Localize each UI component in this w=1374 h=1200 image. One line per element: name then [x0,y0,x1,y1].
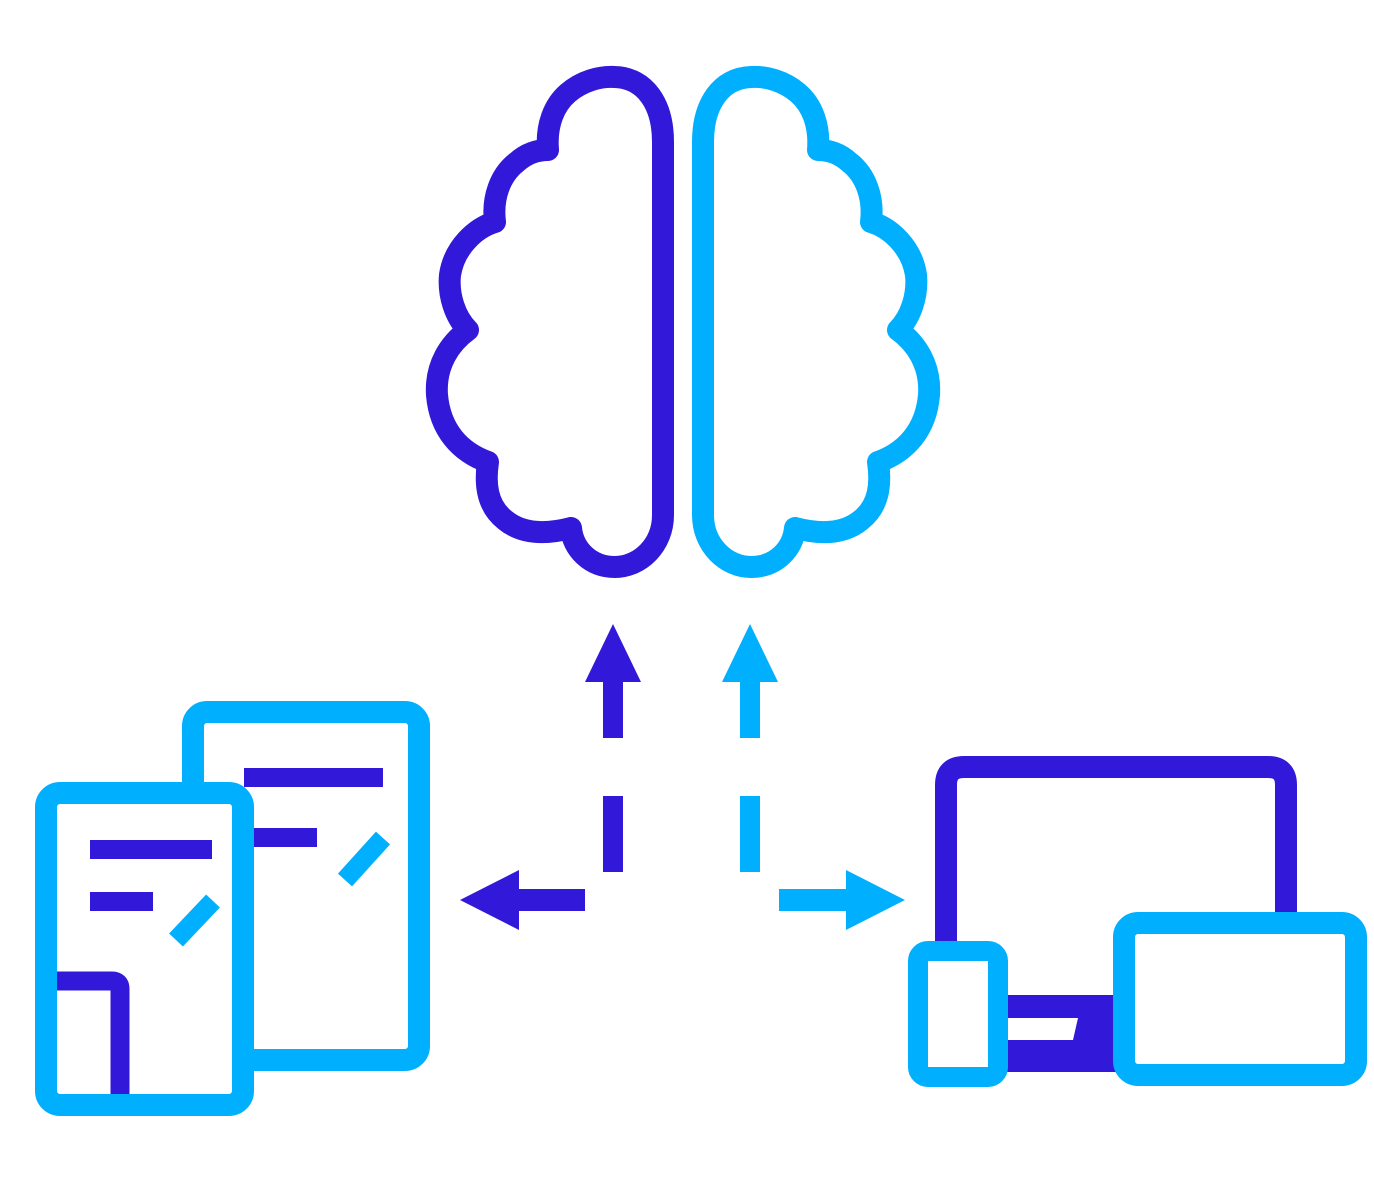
phone [908,941,1008,1087]
back-document-line-2 [244,828,317,847]
front-document [35,782,254,1116]
front-document-line-2 [90,892,153,911]
front-document-frame [35,782,254,1116]
brain-right-hemisphere [692,65,941,578]
arrowhead-right [846,870,905,930]
arrow-dash-up-right-2 [740,796,760,872]
monitor [935,756,1297,1072]
back-document-pen-stroke [337,831,391,887]
front-document-pen-stroke [169,894,220,947]
back-document-line-1 [244,768,383,787]
arrow-dash-up-right-1 [740,680,760,738]
arrowhead-up-left [585,624,641,682]
monitor-base-notch [1005,1018,1078,1040]
brain-icon [425,65,941,578]
arrow-dash-up-left-1 [603,680,623,738]
devices-icon [908,756,1367,1087]
arrow-shaft-left [517,889,585,911]
arrowhead-left [460,870,519,930]
arrow-to-documents [460,870,585,930]
arrow-dash-up-left-2 [603,796,623,872]
front-document-line-1 [90,840,212,859]
arrow-to-devices [779,870,905,930]
brain-left-hemisphere [425,65,674,578]
front-document-corner-mark [50,971,130,1096]
arrow-shaft-right [779,889,849,911]
arrowhead-up-right [722,624,778,682]
tablet [1113,912,1367,1086]
documents-icon [35,701,430,1116]
monitor-frame [935,756,1297,1060]
arrow-devices-to-brain [722,624,778,872]
front-document-fill [46,793,243,1105]
arrow-documents-to-brain [585,624,641,872]
